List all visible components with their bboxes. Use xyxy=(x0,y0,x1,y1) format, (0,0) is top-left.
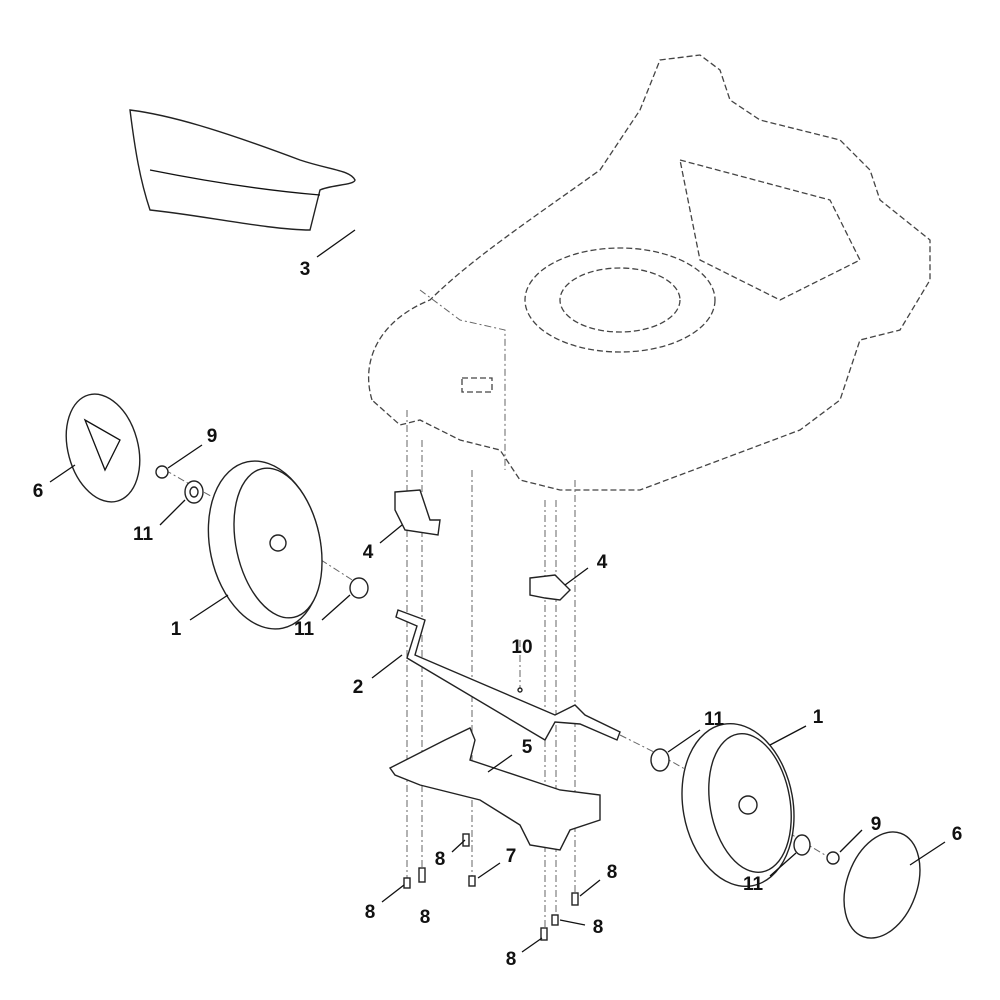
height-bracket-left xyxy=(394,489,441,536)
wheel-right-hub xyxy=(738,795,758,815)
callout-5-adjuster: 5 xyxy=(521,737,533,758)
callout-1-wheel: 1 xyxy=(812,707,824,728)
hubcap-left xyxy=(65,393,141,503)
callout-8-screw: 8 xyxy=(505,949,517,970)
callout-8-screw: 8 xyxy=(606,862,618,883)
leader-lines xyxy=(49,229,946,953)
callout-4-bracket: 4 xyxy=(362,542,374,563)
nut-right xyxy=(826,851,840,865)
callout-8-screw: 8 xyxy=(434,849,446,870)
callout-8-screw: 8 xyxy=(364,902,376,923)
callout-9-nut: 9 xyxy=(870,814,882,835)
callout-6-hubcap: 6 xyxy=(32,481,44,502)
screws xyxy=(403,687,579,941)
height-bracket-right xyxy=(529,574,571,601)
deck-inner-ring xyxy=(559,267,681,333)
callout-11-bearing: 11 xyxy=(703,709,725,730)
callout-10-pin: 10 xyxy=(511,637,533,658)
callout-4-bracket: 4 xyxy=(596,552,608,573)
bearing-right-outer xyxy=(793,834,811,856)
callout-2-axle: 2 xyxy=(352,677,364,698)
callout-1-wheel: 1 xyxy=(170,619,182,640)
callout-9-nut: 9 xyxy=(206,426,218,447)
callout-8-screw: 8 xyxy=(419,907,431,928)
hubcap-right xyxy=(843,831,921,939)
bearing-left-inner xyxy=(349,577,369,599)
nut-left xyxy=(155,465,169,479)
rear-flap-part xyxy=(129,109,356,231)
callout-11-bearing: 11 xyxy=(742,874,764,895)
bearing-right-inner xyxy=(650,748,670,772)
callout-3-rear-flap: 3 xyxy=(299,259,311,280)
wheel-left-hub xyxy=(269,534,287,552)
deck-rear-panel xyxy=(679,159,861,301)
callout-6-hubcap: 6 xyxy=(951,824,963,845)
callout-11-bearing: 11 xyxy=(132,524,154,545)
callout-7-screw: 7 xyxy=(505,846,517,867)
height-adjuster-part xyxy=(388,727,601,851)
bearing-left-outer-hole xyxy=(189,486,199,498)
callout-8-screw: 8 xyxy=(592,917,604,938)
deck-plate xyxy=(461,377,493,393)
axle-part xyxy=(395,609,621,741)
callout-11-bearing: 11 xyxy=(293,619,315,640)
